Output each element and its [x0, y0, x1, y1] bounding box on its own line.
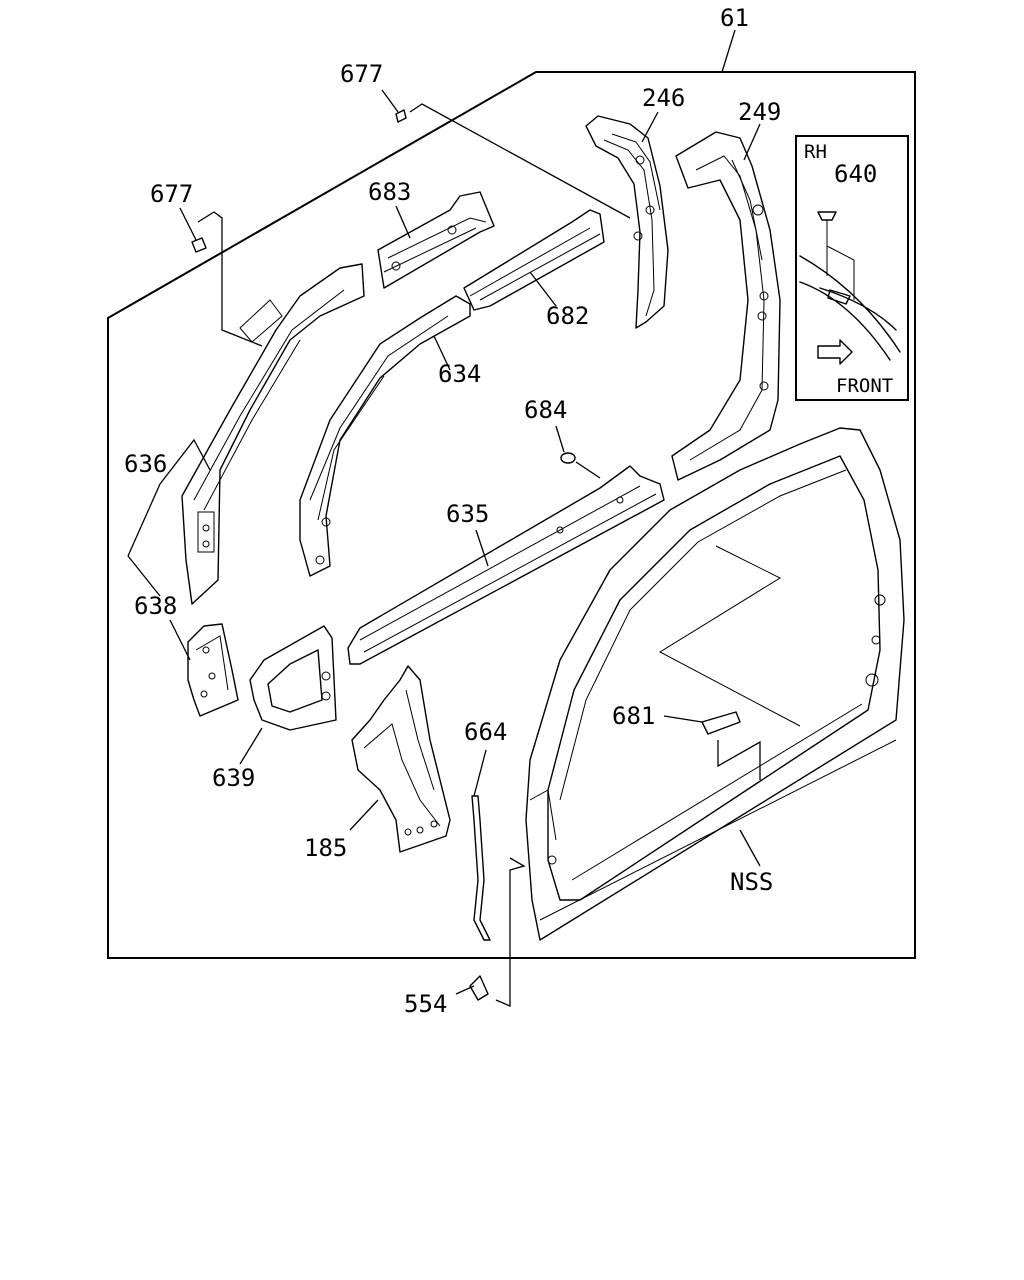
part-246	[585, 111, 669, 329]
inset-part-label: 640	[834, 160, 877, 188]
part-635	[347, 465, 665, 665]
inset-direction-label: FRONT	[836, 375, 893, 397]
callout-639: 639	[212, 764, 255, 792]
part-677-left	[179, 207, 263, 347]
callout-249: 249	[738, 98, 781, 126]
callout-634: 634	[438, 360, 481, 388]
part-664	[471, 749, 491, 941]
part-554	[455, 857, 526, 1007]
callout-185: 185	[304, 834, 347, 862]
callout-677-upper: 677	[340, 60, 383, 88]
part-185	[349, 665, 451, 853]
callout-246: 246	[642, 84, 685, 112]
callout-683: 683	[368, 178, 411, 206]
inset-side-label: RH	[804, 141, 827, 163]
assembly-frame	[107, 71, 916, 959]
part-638	[169, 619, 239, 717]
part-NSS	[525, 427, 905, 941]
part-636	[127, 263, 365, 605]
part-634	[299, 295, 471, 577]
part-677-upper	[381, 89, 631, 219]
callout-677-left: 677	[150, 180, 193, 208]
callout-638: 638	[134, 592, 177, 620]
part-681	[663, 711, 761, 780]
callout-681: 681	[612, 702, 655, 730]
part-639	[239, 625, 337, 765]
callout-682: 682	[546, 302, 589, 330]
part-684	[555, 425, 601, 479]
callout-NSS: NSS	[730, 868, 773, 896]
callout-635: 635	[446, 500, 489, 528]
part-683	[377, 191, 495, 289]
callout-684: 684	[524, 396, 567, 424]
inset-detail	[799, 211, 901, 365]
callout-61: 61	[720, 4, 749, 32]
callout-554: 554	[404, 990, 447, 1018]
part-249	[671, 123, 781, 481]
callout-636: 636	[124, 450, 167, 478]
part-682	[463, 209, 605, 311]
inset-box	[795, 135, 909, 401]
callout-664: 664	[464, 718, 507, 746]
